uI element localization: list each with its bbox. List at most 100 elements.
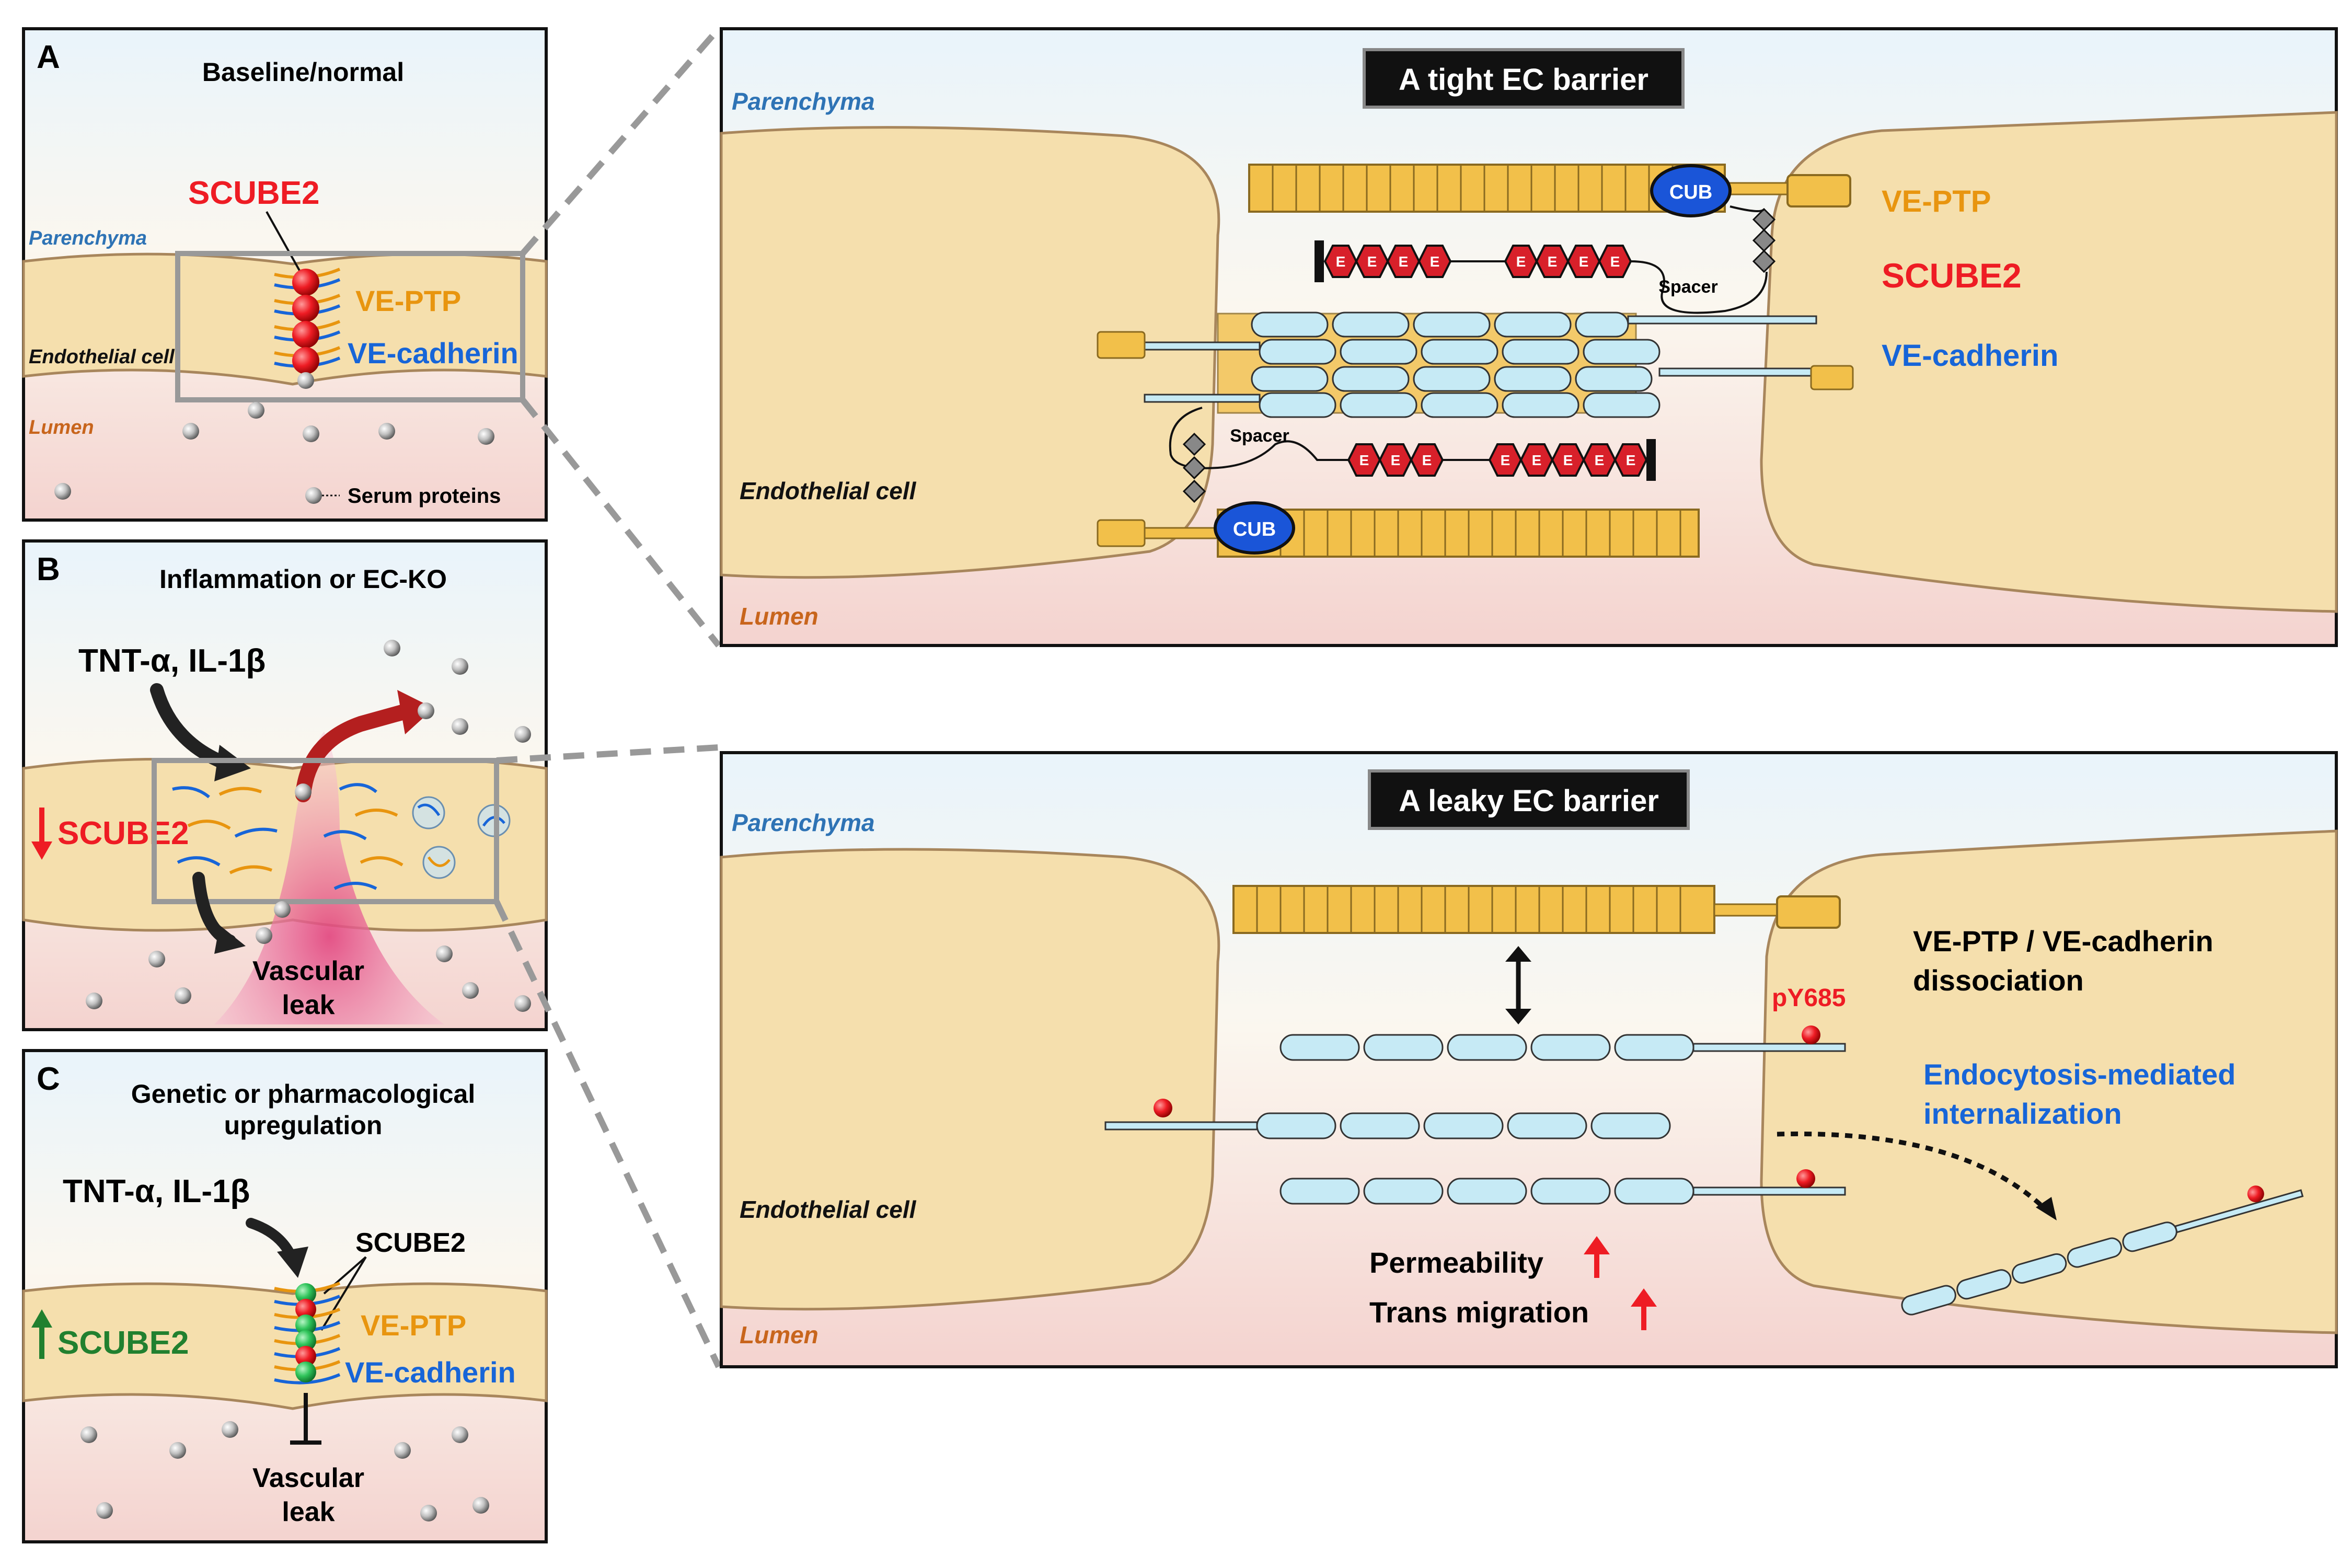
leaky-endo-line2: internalization bbox=[1923, 1097, 2122, 1130]
egf-6: E bbox=[1548, 253, 1558, 270]
panel-a-serum-particles bbox=[54, 372, 494, 504]
panel-c-letter: C bbox=[37, 1061, 60, 1097]
leaky-permeability: Permeability bbox=[1369, 1246, 1543, 1279]
panel-c-leak-line2: leak bbox=[282, 1497, 335, 1527]
panel-a-serum-label: Serum proteins bbox=[348, 485, 501, 508]
egf-13: E bbox=[1532, 452, 1542, 468]
panel-c-leak-line1: Vascular bbox=[252, 1463, 364, 1493]
tight-spacer-top: Spacer bbox=[1658, 277, 1717, 297]
leaky-panel: A leaky EC barrier Parenchyma Endothelia… bbox=[720, 751, 2338, 1368]
panel-c-scube2-callout: SCUBE2 bbox=[355, 1228, 466, 1258]
egf-9: E bbox=[1359, 452, 1369, 468]
tight-cub-top bbox=[1650, 164, 1732, 217]
tight-cub-bottom-label: CUB bbox=[1233, 518, 1276, 540]
panel-a-title: Baseline/normal bbox=[202, 57, 404, 87]
tight-parenchyma: Parenchyma bbox=[732, 88, 875, 115]
leaky-permeability-up-arrow bbox=[1584, 1236, 1610, 1278]
leaky-title-box bbox=[1368, 769, 1690, 830]
panel-a-scube2-balls bbox=[292, 269, 319, 374]
panel-c-title-line2: upregulation bbox=[224, 1111, 383, 1140]
panel-b-leak-line1: Vascular bbox=[252, 956, 364, 986]
egf-1: E bbox=[1336, 253, 1346, 270]
leaky-internalization-arrow bbox=[1777, 1131, 2051, 1215]
panel-c-scube2-balls bbox=[295, 1283, 316, 1382]
leaky-lumen: Lumen bbox=[740, 1321, 818, 1348]
leaky-dissoc-line1: VE-PTP / VE-cadherin bbox=[1913, 925, 2213, 958]
panel-b-zoom-box bbox=[152, 758, 499, 904]
egf-10: E bbox=[1391, 452, 1401, 468]
panel-a-lumen-label: Lumen bbox=[29, 417, 94, 439]
panel-a: A Baseline/normal Parenchyma Endothelial… bbox=[22, 27, 548, 522]
panel-a-parenchyma-label: Parenchyma bbox=[29, 227, 147, 249]
tight-scube2-top-chain: E E E E E E E E Spacer bbox=[1315, 205, 1776, 314]
tight-legend-scube2: SCUBE2 bbox=[1882, 256, 2022, 295]
egf-16: E bbox=[1626, 452, 1636, 468]
panel-c-serum-particles bbox=[80, 1421, 489, 1521]
egf-12: E bbox=[1501, 452, 1511, 468]
leaky-pY685: pY685 bbox=[1772, 984, 1846, 1012]
tight-scube2-bottom-chain: Spacer E E E E E E bbox=[1169, 407, 1656, 503]
tight-lumen: Lumen bbox=[740, 603, 818, 630]
leaky-endo-line1: Endocytosis-mediated bbox=[1923, 1058, 2235, 1091]
egf-7: E bbox=[1579, 253, 1589, 270]
tight-endothelial: Endothelial cell bbox=[740, 477, 917, 504]
zoom-connectors bbox=[493, 27, 722, 1368]
tight-title-box bbox=[1363, 48, 1685, 109]
tight-legend-veptp: VE-PTP bbox=[1882, 185, 1991, 218]
egf-8: E bbox=[1610, 253, 1620, 270]
tight-left-cell bbox=[720, 126, 1220, 579]
panel-b-serum-particles bbox=[86, 640, 531, 1012]
panel-b: B Inflammation or EC-KO TNT-α, IL-1β SCU… bbox=[22, 539, 548, 1031]
leaky-transmigration-up-arrow bbox=[1631, 1288, 1657, 1330]
panel-c-scube2-label: SCUBE2 bbox=[57, 1325, 189, 1361]
leaky-parenchyma: Parenchyma bbox=[732, 809, 875, 836]
egf-14: E bbox=[1563, 452, 1573, 468]
panel-c-cytokines: TNT-α, IL-1β bbox=[63, 1173, 250, 1209]
leaky-internalized-vecadherin bbox=[1901, 1185, 2304, 1316]
panel-a-endothelial-label: Endothelial cell bbox=[29, 346, 175, 368]
tight-right-cell bbox=[1760, 111, 2338, 613]
panel-b-leak-arrow bbox=[295, 703, 416, 802]
leaky-transmigration: Trans migration bbox=[1369, 1296, 1589, 1329]
tight-vecadherin-rows bbox=[1097, 312, 1854, 418]
leaky-endothelial: Endothelial cell bbox=[740, 1196, 917, 1223]
tight-panel: A tight EC barrier Parenchyma Endothelia… bbox=[720, 27, 2338, 647]
panel-a-veptp-label: VE-PTP bbox=[355, 284, 461, 317]
panel-b-cytokines: TNT-α, IL-1β bbox=[78, 643, 266, 679]
panel-c-veptp-label: VE-PTP bbox=[361, 1309, 466, 1342]
tight-cub-bottom bbox=[1214, 501, 1295, 555]
tight-legend-vecadherin: VE-cadherin bbox=[1882, 339, 2058, 373]
panel-b-leak-plume bbox=[214, 732, 444, 1024]
egf-5: E bbox=[1516, 253, 1526, 270]
panel-c-cell-layer bbox=[22, 1282, 548, 1410]
egf-2: E bbox=[1367, 253, 1377, 270]
panel-c-vecadherin-label: VE-cadherin bbox=[345, 1356, 516, 1389]
panel-b-title: Inflammation or EC-KO bbox=[159, 564, 447, 594]
leaky-dissociation-arrow bbox=[1505, 946, 1531, 1024]
leaky-vecadherin-rows bbox=[1104, 1034, 1846, 1205]
panel-b-letter: B bbox=[37, 551, 60, 587]
egf-4: E bbox=[1430, 253, 1440, 270]
panel-a-vecadherin-label: VE-cadherin bbox=[348, 337, 518, 370]
egf-15: E bbox=[1595, 452, 1605, 468]
panel-a-scube2-label: SCUBE2 bbox=[188, 175, 320, 211]
panel-b-cytokine-arrow bbox=[150, 683, 232, 770]
panel-c: C Genetic or pharmacological upregulatio… bbox=[22, 1049, 548, 1543]
leaky-right-cell bbox=[1760, 829, 2338, 1334]
panel-b-leak-line2: leak bbox=[282, 990, 335, 1020]
leaky-left-cell bbox=[720, 848, 1220, 1311]
panel-b-scube2-label: SCUBE2 bbox=[57, 815, 189, 851]
egf-3: E bbox=[1399, 253, 1409, 270]
leaky-veptp bbox=[1232, 885, 1841, 934]
panel-b-endocytic-vesicles bbox=[412, 796, 511, 879]
panel-b-scattered-strands bbox=[172, 783, 403, 890]
tight-title: A tight EC barrier bbox=[1399, 63, 1648, 97]
panel-a-zoom-box bbox=[175, 251, 525, 402]
panel-a-letter: A bbox=[37, 39, 60, 75]
panel-c-title-line1: Genetic or pharmacological bbox=[131, 1079, 476, 1109]
leaky-dissoc-line2: dissociation bbox=[1913, 964, 2084, 997]
tight-spacer-bottom: Spacer bbox=[1230, 426, 1289, 446]
tight-cub-top-label: CUB bbox=[1669, 181, 1712, 203]
leaky-phospho-sites bbox=[1154, 1025, 1820, 1188]
